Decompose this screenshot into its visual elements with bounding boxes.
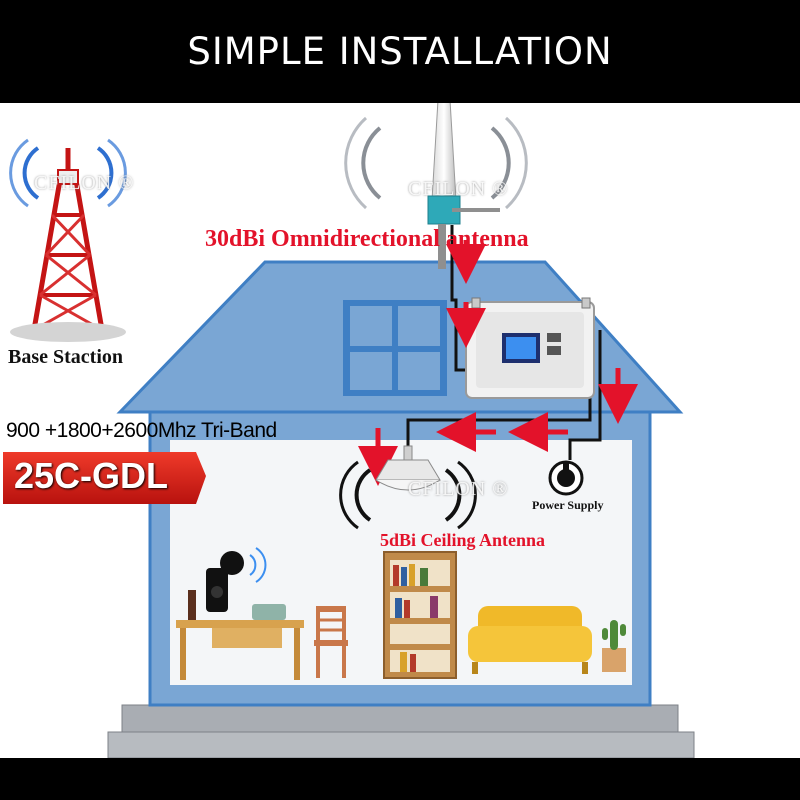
sofa <box>468 606 592 674</box>
base-station-label: Base Staction <box>8 346 123 368</box>
watermark: CFILON ® <box>408 178 509 200</box>
house-foundation <box>107 704 695 759</box>
signal-repeater <box>465 297 595 399</box>
watermark: CFILON ® <box>408 478 509 500</box>
bottom-bar <box>0 758 800 800</box>
bookshelf <box>383 551 457 679</box>
power-supply-label: Power Supply <box>532 498 604 512</box>
base-station-tower <box>9 138 127 342</box>
ceiling-antenna-label: 5dBi Ceiling Antenna <box>380 530 546 550</box>
title-bar <box>0 0 800 103</box>
ceiling-antenna <box>339 445 477 530</box>
cactus-plant <box>602 620 626 672</box>
omni-antenna-label: 30dBi Omnidirectional antenna <box>205 226 529 252</box>
model-label: 25C-GDL <box>14 455 169 496</box>
desk <box>176 547 304 680</box>
chair <box>314 606 348 678</box>
watermark: CFILON ® <box>34 172 135 194</box>
power-supply <box>548 460 584 496</box>
page-title: SIMPLE INSTALLATION <box>187 30 613 73</box>
signal-arrows <box>358 240 638 486</box>
attic-window <box>343 300 447 396</box>
omni-antenna <box>344 84 528 269</box>
model-badge <box>3 452 206 504</box>
band-label: 900 +1800+2600Mhz Tri-Band <box>6 419 277 442</box>
